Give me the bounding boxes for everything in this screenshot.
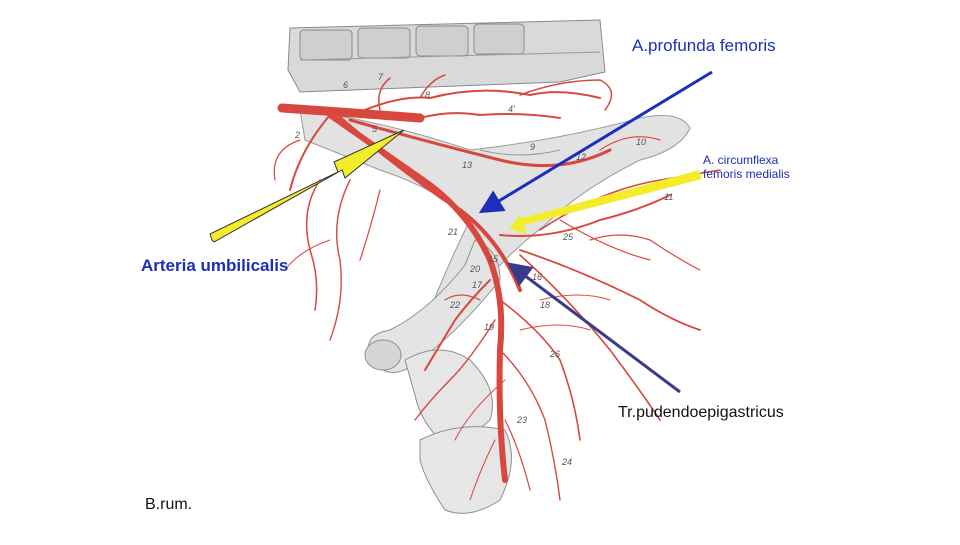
label-circumflexa-line1: A. circumflexa xyxy=(703,153,779,167)
tibia-bone xyxy=(404,349,512,514)
fig-number-9: 9 xyxy=(530,142,535,152)
source-label: B.rum. xyxy=(145,496,193,513)
fig-number-10: 10 xyxy=(636,137,646,147)
fig-number-17: 17 xyxy=(472,280,483,290)
fig-number-20: 20 xyxy=(469,264,480,274)
label-circumflexa-femoris-medialis: A. circumflexa femoris medialis xyxy=(703,153,790,182)
vertebral-column xyxy=(287,19,606,93)
arrow-profunda-femoris xyxy=(478,70,713,214)
label-arteria-umbilicalis: Arteria umbilicalis xyxy=(141,256,289,275)
fig-number-19: 19 xyxy=(484,322,494,332)
label-pudendoepigastricus: Tr.pudendoepigastricus xyxy=(618,404,784,421)
fig-number-26: 26 xyxy=(549,349,560,359)
fig-number-23: 23 xyxy=(516,415,527,425)
fig-number-15: 15 xyxy=(488,254,499,264)
fig-number-7: 7 xyxy=(378,72,384,82)
fig-number-13: 13 xyxy=(462,160,472,170)
figure-numbers: 6 7 8 4' 2 5 9 12 10 13 11 21 25 20 15 1… xyxy=(294,72,673,467)
label-profunda-femoris: A.profunda femoris xyxy=(632,36,776,55)
fig-number-4p: 4' xyxy=(508,104,515,114)
arterial-tree xyxy=(273,74,721,501)
pointer-arrows xyxy=(209,70,713,394)
fig-number-22: 22 xyxy=(449,300,460,310)
label-circumflexa-line2: femoris medialis xyxy=(703,166,790,181)
fig-number-21: 21 xyxy=(447,227,458,237)
fig-number-8: 8 xyxy=(425,90,430,100)
fig-number-5: 5 xyxy=(372,124,378,134)
arrow-pudendoepigastricus xyxy=(507,262,681,394)
femur-bone xyxy=(364,239,501,373)
fig-number-11: 11 xyxy=(664,192,673,202)
fig-number-12: 12 xyxy=(576,152,586,162)
fig-number-25: 25 xyxy=(562,232,574,242)
arrow-circumflexa xyxy=(509,170,702,235)
fig-number-24: 24 xyxy=(561,457,572,467)
fig-number-2: 2 xyxy=(294,130,300,140)
fig-number-16: 16 xyxy=(532,272,542,282)
fig-number-18: 18 xyxy=(540,300,550,310)
arrow-umbilicalis xyxy=(209,129,405,243)
fig-number-6: 6 xyxy=(343,80,348,90)
